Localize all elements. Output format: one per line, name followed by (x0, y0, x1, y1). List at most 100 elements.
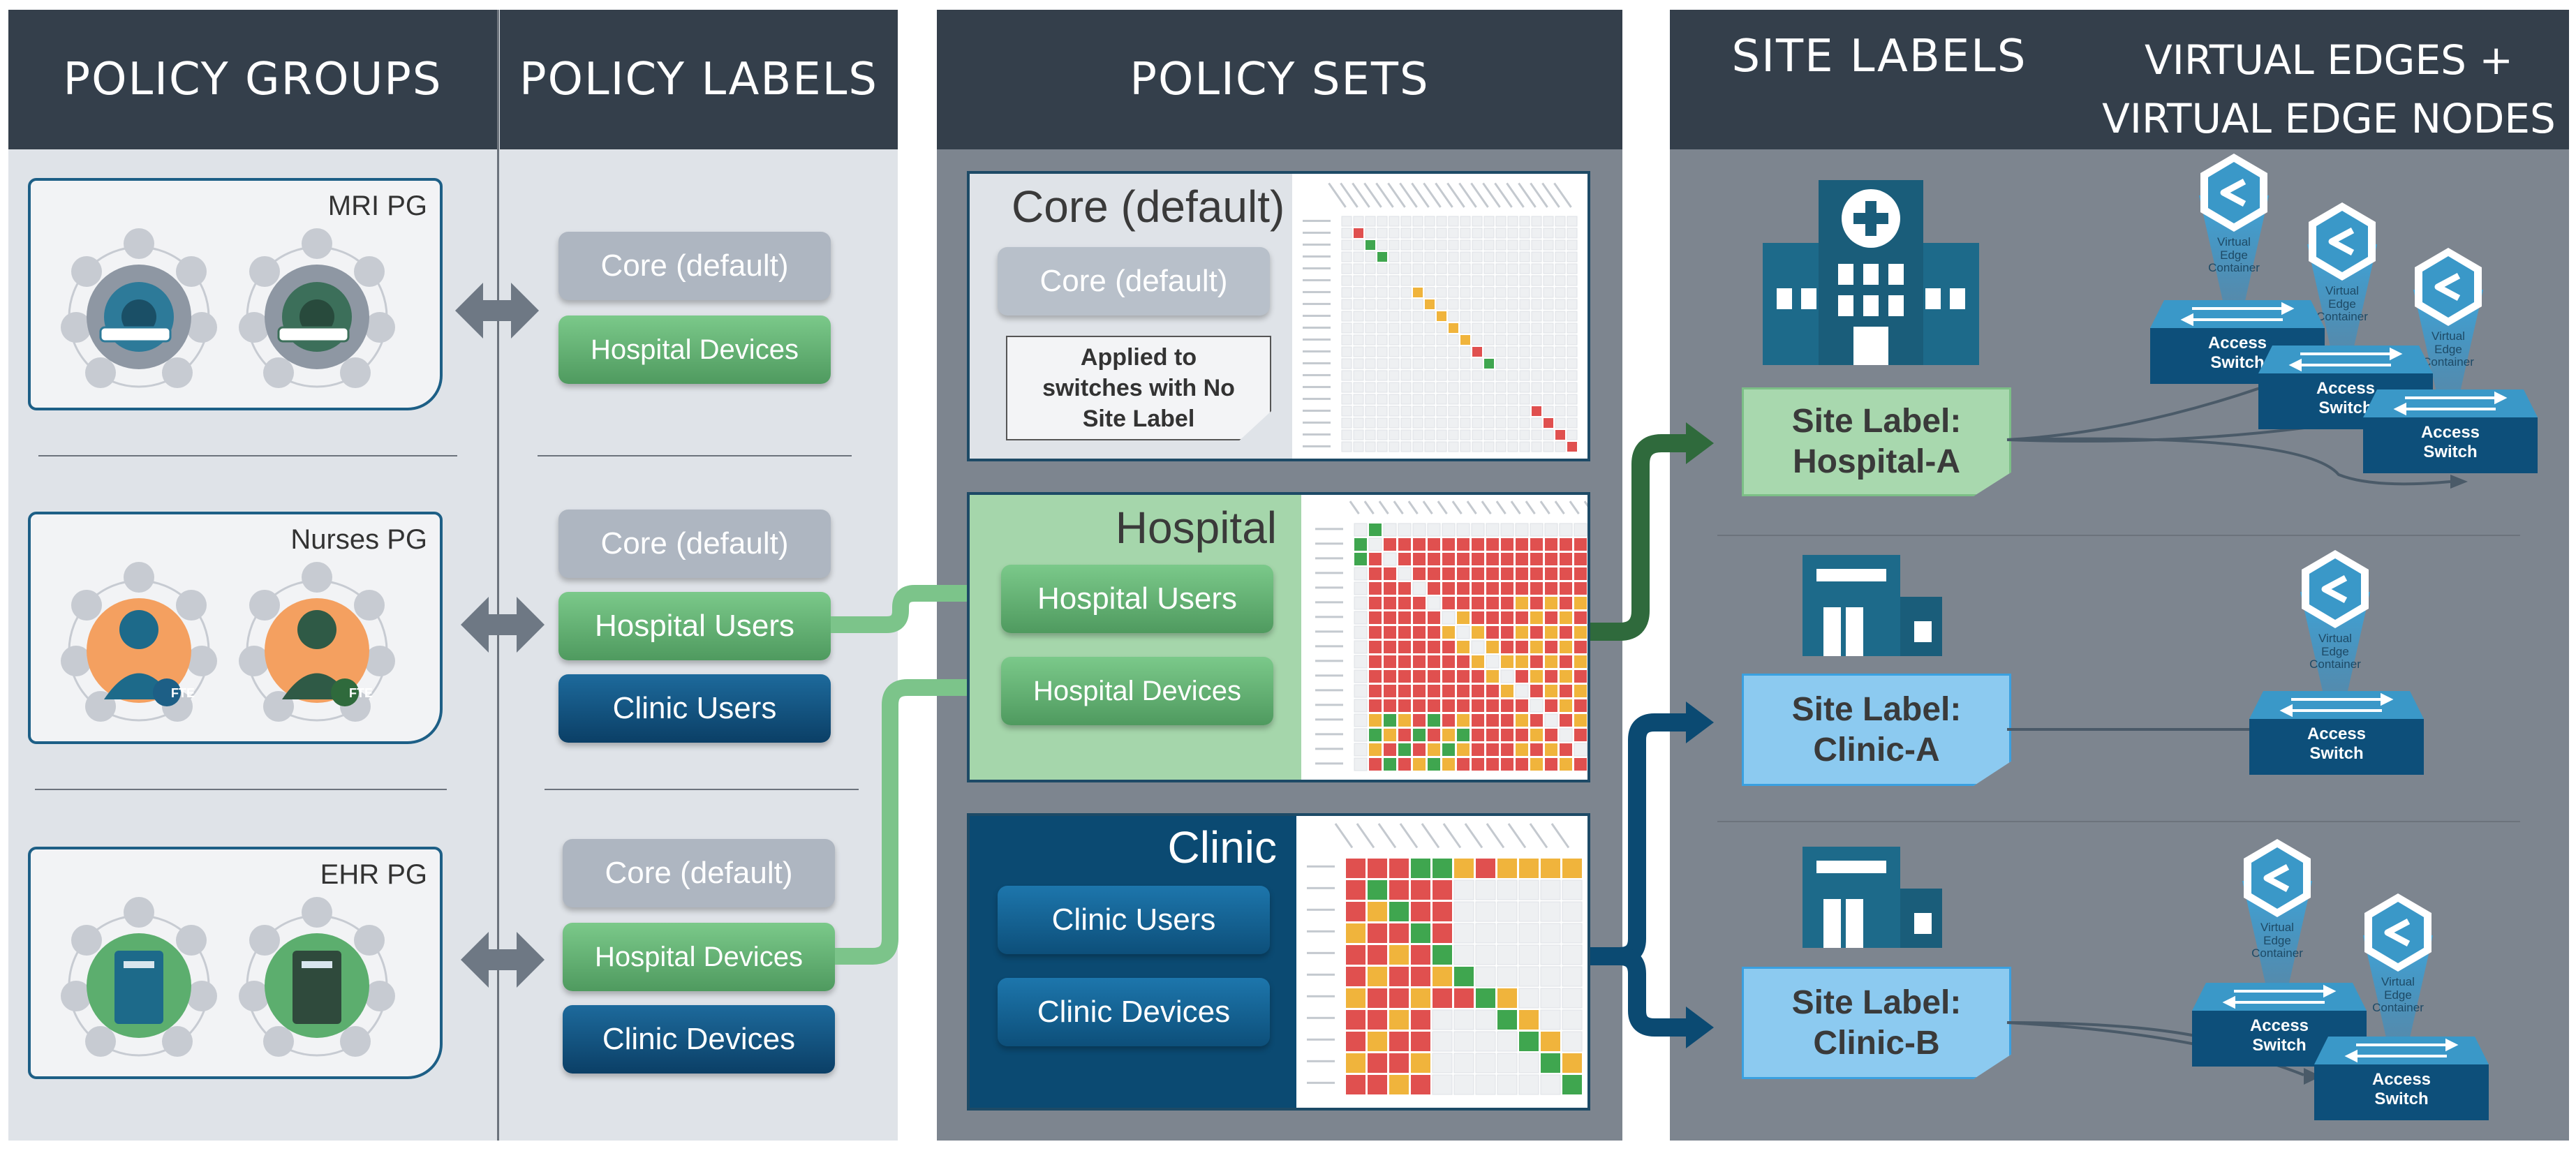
switch-caption-word: Switch (2423, 442, 2478, 461)
matrix-cell (1545, 582, 1557, 595)
matrix-cell (1424, 334, 1435, 346)
matrix-cell (1483, 429, 1495, 440)
matrix-cell (1486, 685, 1499, 697)
matrix-cell (1483, 322, 1495, 334)
matrix-col-label (1494, 182, 1513, 208)
matrix-cell (1560, 655, 1572, 668)
site-label-line1: Site Label: (1791, 690, 1962, 728)
matrix-row-label (1315, 674, 1343, 677)
matrix-cell (1436, 299, 1447, 310)
matrix-cell (1389, 299, 1400, 310)
matrix-col-label (1482, 182, 1501, 208)
matrix-cell (1412, 581, 1426, 595)
matrix-cell (1501, 611, 1513, 624)
matrix-cell (1398, 567, 1412, 581)
matrix-cell (1531, 429, 1542, 440)
matrix-cell (1442, 523, 1456, 537)
matrix-cell (1353, 263, 1364, 274)
container-icon (2363, 893, 2433, 1075)
container-caption-word: Virtual (2318, 632, 2352, 645)
matrix-row-label (1315, 748, 1343, 750)
matrix-cell (1428, 655, 1440, 668)
matrix-cell (1389, 1032, 1409, 1051)
matrix-cell (1442, 538, 1455, 551)
matrix-cell (1472, 228, 1483, 239)
matrix-cell (1436, 239, 1447, 251)
matrix-col-label (1378, 500, 1389, 515)
matrix-cell (1341, 382, 1352, 393)
matrix-row-label (1307, 1081, 1335, 1084)
matrix-row-label (1307, 865, 1335, 868)
matrix-cell (1567, 429, 1578, 440)
matrix-cell (1472, 743, 1484, 756)
matrix-cell (1353, 334, 1364, 346)
policy-set-label-clinic-devices: Clinic Devices (998, 978, 1270, 1046)
matrix-cell (1369, 655, 1382, 668)
matrix-cell (1341, 287, 1352, 298)
site-label-line1: Site Label: (1791, 983, 1962, 1021)
matrix-cell (1436, 358, 1447, 369)
switch-caption-word: Access (2420, 423, 2480, 442)
matrix-col-label (1435, 182, 1453, 208)
matrix-cell (1543, 322, 1554, 334)
matrix-cell (1519, 1032, 1539, 1051)
matrix-cell (1483, 216, 1495, 227)
matrix-cell (1354, 553, 1367, 565)
matrix-row-label (1315, 616, 1343, 618)
matrix-cell (1555, 358, 1566, 369)
matrix-cell (1515, 523, 1529, 537)
matrix-cell (1472, 429, 1483, 440)
matrix-cell (1460, 216, 1471, 227)
matrix-cell (1501, 685, 1513, 697)
matrix-cell (1400, 299, 1412, 310)
matrix-cell (1365, 429, 1376, 440)
matrix-cell (1540, 966, 1561, 987)
switch-caption-word: Access (2249, 1016, 2309, 1035)
matrix-cell (1555, 216, 1566, 227)
matrix-cell (1460, 311, 1471, 322)
matrix-cell (1383, 523, 1397, 537)
header-virtual-edges: VIRTUAL EDGES + VIRTUAL EDGE NODES (2089, 10, 2569, 149)
matrix-cell (1341, 358, 1352, 369)
matrix-cell (1365, 322, 1376, 334)
matrix-row-label (1303, 314, 1331, 317)
container-caption-word: Container (2372, 1001, 2424, 1015)
matrix-cell (1412, 251, 1423, 262)
matrix-cell (1530, 641, 1543, 653)
container-caption-word: Container (2309, 658, 2361, 671)
matrix-cell (1368, 988, 1387, 1008)
matrix-cell (1369, 743, 1382, 756)
matrix-row-label (1303, 338, 1331, 341)
matrix-cell (1495, 429, 1507, 440)
matrix-cell (1365, 406, 1376, 417)
matrix-cell (1516, 714, 1528, 727)
header-policy-labels: POLICY LABELS (500, 10, 898, 149)
matrix-cell (1545, 743, 1557, 756)
matrix-cell (1531, 228, 1542, 239)
matrix-cell (1457, 685, 1470, 697)
matrix-row-label (1307, 886, 1335, 889)
matrix-cell (1555, 251, 1566, 262)
matrix-cell (1495, 322, 1507, 334)
matrix-cell (1413, 699, 1426, 712)
matrix-cell (1519, 239, 1530, 251)
matrix-col-label (1553, 182, 1572, 208)
matrix-cell (1442, 685, 1455, 697)
matrix-row-label (1303, 409, 1331, 412)
container-caption-word: Virtual (2431, 329, 2465, 343)
matrix-cell (1472, 670, 1484, 683)
matrix-cell (1424, 263, 1435, 274)
matrix-cell (1369, 582, 1382, 595)
matrix-cell (1567, 417, 1578, 429)
matrix-cell (1574, 626, 1587, 639)
matrix-cell (1472, 714, 1484, 727)
matrix-cell (1365, 394, 1376, 405)
matrix-cell (1448, 263, 1459, 274)
matrix-cell (1574, 670, 1587, 683)
matrix-cell (1448, 417, 1459, 429)
matrix-cell (1543, 441, 1554, 452)
matrix-cell (1531, 441, 1542, 452)
